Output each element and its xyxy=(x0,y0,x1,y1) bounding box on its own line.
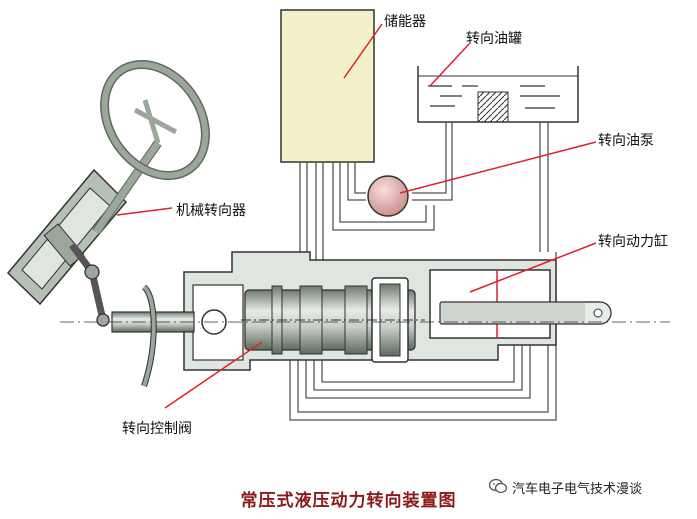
reservoir xyxy=(417,66,579,123)
power-cylinder xyxy=(429,269,612,339)
pump xyxy=(367,175,409,217)
steering-column xyxy=(92,140,162,235)
label-accumulator: 储能器 xyxy=(384,14,426,30)
diagram-title: 常压式液压动力转向装置图 xyxy=(240,491,457,511)
label-pump: 转向油泵 xyxy=(598,133,654,149)
steering-wheel xyxy=(100,59,210,181)
label-valve: 转向控制阀 xyxy=(122,421,192,437)
control-valve-spool xyxy=(241,277,425,363)
steering-gear-box xyxy=(6,168,128,327)
wechat-icon xyxy=(489,478,507,494)
hydraulic-lines xyxy=(289,122,557,421)
label-gear: 机械转向器 xyxy=(176,203,246,219)
label-reservoir: 转向油罐 xyxy=(466,31,522,47)
input-shaft xyxy=(60,284,670,387)
label-cylinder: 转向动力缸 xyxy=(598,234,668,250)
leader-lines xyxy=(116,23,597,409)
accumulator xyxy=(280,9,375,163)
watermark-text: 汽车电子电气技术漫谈 xyxy=(512,482,643,497)
